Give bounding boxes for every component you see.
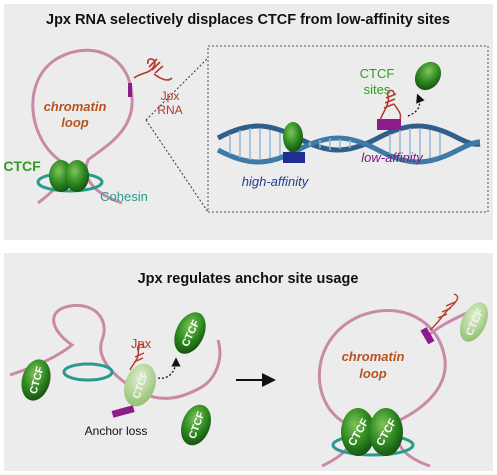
dna-helix <box>216 123 481 165</box>
high-affinity-label: high-affinity <box>242 174 310 189</box>
cohesin-ring-bottom-left <box>62 362 114 382</box>
anchor-site-right <box>420 327 435 345</box>
jpx-rna-inset <box>379 89 402 121</box>
ctcf-dimer-right <box>65 160 89 192</box>
ctcf-free-bottom: CTCF <box>181 404 211 446</box>
jpx-rna-bottom-right <box>429 293 459 331</box>
displacement-arrow-bottom <box>157 357 181 379</box>
chromatin-strand-bottom-left <box>9 303 222 400</box>
bottom-panel-background <box>4 253 493 471</box>
anchor-site-lost <box>111 405 135 418</box>
ctcf-label-top: CTCF <box>3 158 41 174</box>
jpx-label-bottom: Jpx <box>131 336 152 351</box>
ctcf-free-left: CTCF <box>21 359 51 401</box>
ctcf-displaced <box>414 61 442 91</box>
loop-label-bottom-loop: loop <box>359 366 386 381</box>
top-panel-title: Jpx RNA selectively displaces CTCF from … <box>46 12 450 28</box>
zoom-line-lower <box>145 119 209 213</box>
cohesin-label: Cohesin <box>100 189 148 204</box>
ctcf-bound-high <box>283 122 303 152</box>
displacement-arrow-top <box>407 93 425 117</box>
zoom-line-upper <box>145 57 209 121</box>
ctcf-released: CTCF <box>174 312 206 354</box>
ctcf-faded: CTCF <box>124 363 156 407</box>
ctcf-anchor-dimer: CTCF CTCF <box>341 408 403 456</box>
ctcf-sites-label-line2: sites <box>364 82 391 97</box>
jpx-rna-top <box>133 58 173 81</box>
anchor-loss-label: Anchor loss <box>85 424 148 438</box>
loop-label-bottom-chromatin: chromatin <box>342 349 405 364</box>
low-affinity-label: low-affinity <box>361 150 424 165</box>
top-panel: Jpx RNA selectively displaces CTCF from … <box>3 4 493 240</box>
loop-label-chromatin: chromatin <box>44 99 107 114</box>
low-affinity-site <box>377 119 401 130</box>
loop-site-marker <box>128 83 132 97</box>
high-affinity-site <box>283 152 305 163</box>
bottom-panel-title: Jpx regulates anchor site usage <box>138 271 359 287</box>
ctcf-free-right: CTCF <box>459 302 489 342</box>
ctcf-sites-label-line1: CTCF <box>360 66 395 81</box>
loop-label-loop: loop <box>61 115 88 130</box>
jpx-rna-bottom-left <box>129 343 145 371</box>
bottom-panel: Jpx regulates anchor site usage CTCF CTC… <box>4 253 493 471</box>
jpx-rna-label-line2: RNA <box>157 103 182 117</box>
